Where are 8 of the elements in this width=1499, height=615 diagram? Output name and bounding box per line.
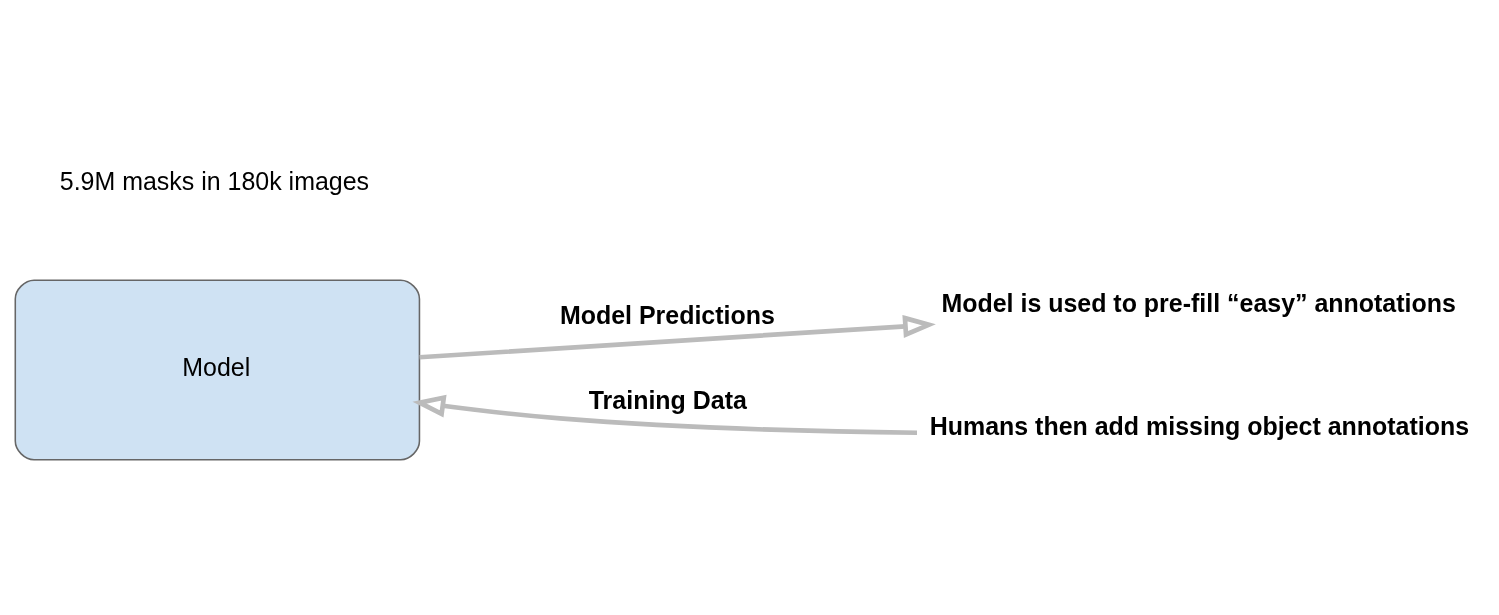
- edge-label: Training Data: [588, 385, 747, 414]
- label: 5.9M masks in 180k images: [59, 166, 370, 195]
- node-box: Model: [14, 279, 421, 461]
- arrow: [412, 394, 918, 435]
- node-text: Model is used to pre-fill “easy” annotations: [941, 288, 1456, 317]
- node-text: Humans then add missing object annotations: [929, 411, 1470, 440]
- arrow: [419, 314, 936, 360]
- edge-label: Model Predictions: [559, 300, 775, 329]
